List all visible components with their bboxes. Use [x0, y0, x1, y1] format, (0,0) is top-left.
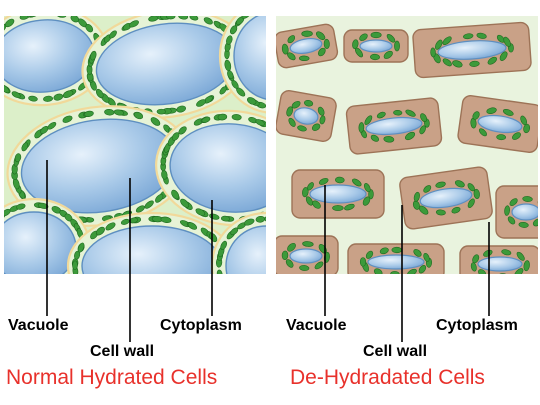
dehydrated-cell — [345, 97, 443, 155]
dehydrated-cells-illustration — [276, 16, 538, 274]
chloroplast-ring — [470, 249, 530, 274]
caption-dehydrated: De-Hydradated Cells — [290, 366, 485, 389]
vacuole-shape — [477, 256, 523, 272]
vacuole-label-right: Vacuole — [286, 317, 347, 334]
hydrated-cell — [210, 211, 266, 274]
chloroplast-ring — [430, 32, 514, 68]
hydrated-cell — [4, 197, 92, 274]
chloroplast-ring — [352, 31, 400, 61]
chloroplast-ring — [286, 99, 326, 132]
chloroplast-ring — [215, 215, 266, 274]
dehydrated-cell — [459, 245, 538, 274]
hydrated-cell — [66, 211, 238, 274]
hydrated-cell — [4, 16, 109, 107]
chloroplast-ring — [504, 196, 538, 228]
dehydrated-cell — [276, 90, 337, 142]
vacuole-label-left: Vacuole — [8, 317, 69, 334]
vacuole-shape — [419, 187, 473, 209]
chloroplast-ring — [224, 16, 266, 109]
vacuole-shape — [289, 248, 323, 264]
dehydrated-cell — [412, 21, 532, 79]
chloroplast-ring — [359, 246, 433, 274]
vacuole-shape — [309, 184, 367, 204]
dehydrated-cell — [347, 243, 445, 274]
dehydrated-cell — [291, 169, 385, 219]
vacuole-shape — [293, 107, 319, 125]
vacuole-shape — [359, 39, 393, 53]
chloroplast-ring — [412, 180, 480, 216]
chloroplast-ring — [302, 176, 374, 211]
hydrated-cells-illustration — [4, 16, 266, 274]
cell-wall-label-left: Cell wall — [90, 343, 155, 360]
vacuole-shape — [289, 37, 323, 55]
hydrated-cell — [155, 109, 266, 227]
vacuole-shape — [225, 225, 266, 274]
vacuole-shape — [477, 114, 523, 134]
vacuole-shape — [437, 40, 507, 60]
dehydrated-cell — [343, 29, 409, 63]
dehydrated-cell — [457, 95, 538, 153]
dehydrated-cell — [276, 235, 339, 274]
vacuole-shape — [365, 116, 423, 136]
vacuole-shape — [233, 16, 266, 100]
caption-normal: Normal Hydrated Cells — [6, 366, 218, 389]
hydrated-cell — [218, 16, 266, 114]
vacuole-shape — [169, 123, 266, 213]
vacuole-shape — [367, 254, 425, 270]
chloroplast-ring — [470, 107, 531, 141]
chloroplast-ring — [358, 109, 430, 143]
chloroplast-ring — [281, 30, 330, 61]
dehydrated-cell — [399, 166, 493, 230]
vacuole-shape — [511, 203, 538, 221]
dehydrated-cell — [495, 185, 538, 239]
cell-wall-label-right: Cell wall — [363, 343, 428, 360]
chloroplast-ring — [160, 113, 266, 222]
cytoplasm-label-right: Cytoplasm — [436, 317, 518, 334]
dehydrated-cell — [276, 23, 339, 69]
cytoplasm-label-left: Cytoplasm — [160, 317, 242, 334]
